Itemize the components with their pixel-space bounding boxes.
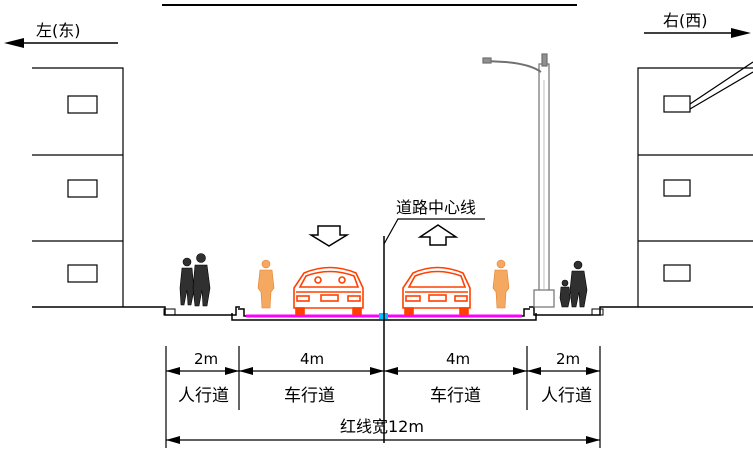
arrow-up-outline-icon	[417, 224, 459, 246]
car-right	[402, 266, 471, 315]
building-left	[32, 67, 124, 307]
segment-name-label: 车行道	[284, 386, 335, 406]
window	[663, 179, 691, 197]
arrow-right-head	[731, 28, 751, 38]
window	[663, 264, 691, 282]
segment-name-label: 人行道	[178, 386, 229, 406]
window	[663, 95, 691, 113]
direction-left: 左(东)	[4, 21, 118, 48]
window	[67, 95, 98, 114]
building-right	[637, 61, 753, 307]
centerline-leader	[383, 218, 485, 245]
cyclist-left	[257, 259, 275, 309]
window	[67, 179, 98, 198]
segment-name-label: 人行道	[541, 386, 592, 406]
direction-right: 右(西)	[644, 11, 751, 38]
ground-profile	[32, 306, 753, 321]
pedestrians-left	[179, 253, 211, 307]
arrow-down-outline-icon	[308, 225, 350, 247]
direction-left-label: 左(东)	[36, 21, 81, 40]
segment-dimensions	[165, 346, 601, 448]
total-width-label: 红线宽12m	[340, 417, 424, 436]
arrow-left-head	[4, 38, 24, 48]
segment-width-label: 4m	[446, 350, 470, 368]
cyclist-right	[492, 259, 510, 309]
segment-name-label: 车行道	[430, 386, 481, 406]
street-light	[482, 53, 555, 308]
segment-width-label: 2m	[556, 350, 580, 368]
car-left	[293, 266, 364, 315]
segment-width-label: 4m	[300, 350, 324, 368]
total-dimension	[166, 436, 600, 444]
window	[67, 264, 98, 283]
direction-right-label: 右(西)	[663, 11, 708, 30]
pedestrians-right	[559, 260, 588, 308]
centerline-label: 道路中心线	[396, 198, 476, 217]
segment-width-label: 2m	[194, 350, 218, 368]
